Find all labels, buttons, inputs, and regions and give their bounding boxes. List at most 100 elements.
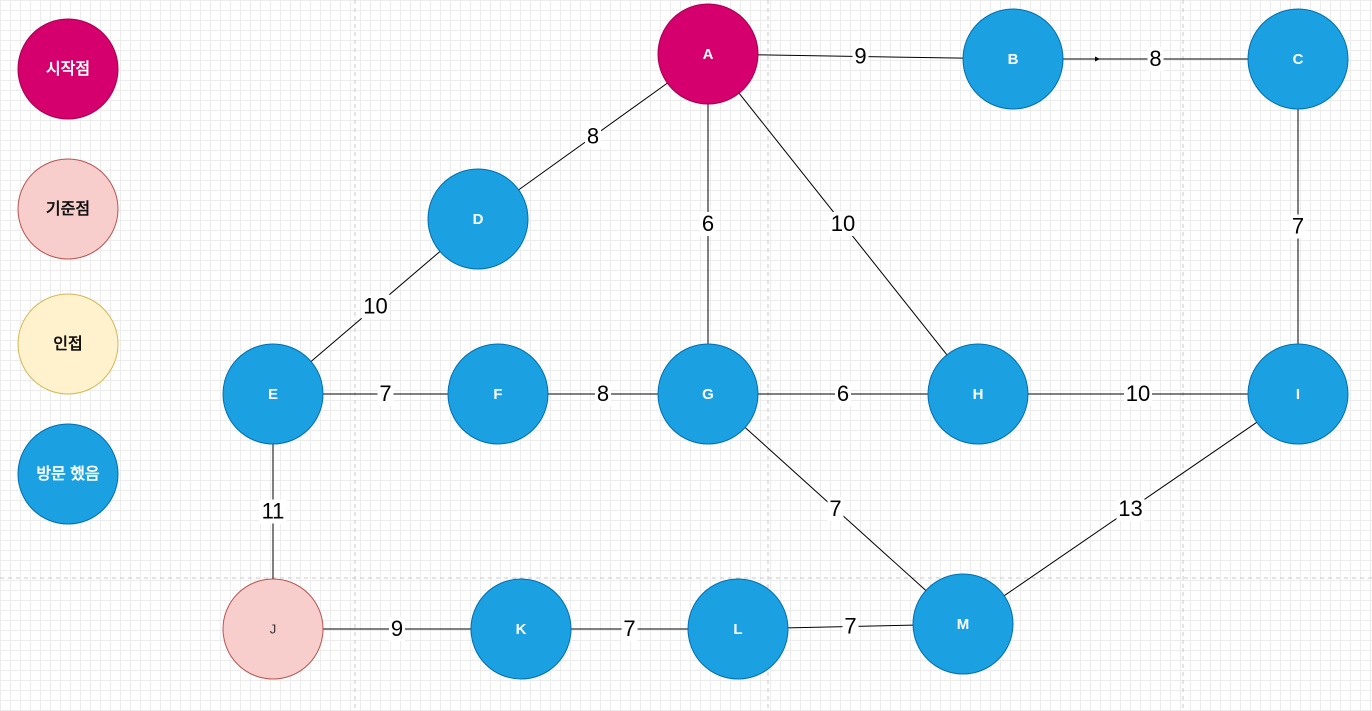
legend-swatch — [17, 18, 119, 120]
node-b: B — [962, 8, 1064, 110]
node-e: E — [222, 343, 324, 445]
edge-weight-label: 13 — [1118, 496, 1142, 521]
edge-weight-label: 6 — [702, 211, 714, 236]
node-circle — [927, 343, 1029, 445]
node-f: F — [447, 343, 549, 445]
legend-label: 인접 — [53, 334, 82, 353]
node-g: G — [657, 343, 759, 445]
edge-i-m: 13 — [1003, 421, 1258, 597]
edge-weight-label: 9 — [854, 43, 866, 68]
legend-item-visited: 방문 했음 — [17, 423, 119, 525]
node-circle — [470, 578, 572, 680]
node-l: L — [687, 578, 789, 680]
legend-swatch — [17, 293, 119, 395]
edge-weight-label: 7 — [379, 381, 391, 406]
edge-label-bg — [1116, 497, 1145, 521]
legend-label: 방문 했음 — [36, 465, 100, 483]
edge-weight-label: 8 — [597, 381, 609, 406]
node-label: M — [957, 616, 970, 633]
node-label: E — [268, 386, 278, 403]
edge-weight-label: 7 — [623, 616, 635, 641]
edge-e-j: 11 — [259, 444, 287, 579]
node-j: J — [222, 578, 324, 680]
node-label: L — [733, 621, 742, 638]
edge-d-e: 10 — [310, 251, 441, 362]
node-circle — [1247, 343, 1349, 445]
edge-label-bg — [377, 382, 394, 406]
edge-weight-label: 10 — [831, 211, 855, 236]
edge-c-i: 7 — [1290, 109, 1306, 344]
node-label: H — [973, 386, 984, 403]
node-circle — [687, 578, 789, 680]
edge-weight-label: 7 — [829, 496, 841, 521]
edge-label-bg — [595, 382, 611, 406]
edge-label-bg — [1147, 47, 1164, 71]
edge-k-l: 7 — [571, 616, 688, 641]
legend-label: 시작점 — [46, 59, 90, 78]
node-circle — [222, 343, 324, 445]
node-k: K — [470, 578, 572, 680]
edge-label-bg — [259, 499, 287, 524]
node-circle — [427, 168, 529, 270]
node-label: A — [703, 46, 714, 63]
edge-weight-label: 8 — [1149, 46, 1161, 71]
edge-weight-label: 7 — [844, 613, 856, 638]
node-circle — [447, 343, 549, 445]
edge-weight-label: 6 — [837, 381, 849, 406]
edge-label-bg — [827, 497, 844, 521]
edge-a-d: 8 — [518, 82, 668, 191]
legend-item-start: 시작점 — [17, 18, 119, 120]
node-circle — [657, 343, 759, 445]
node-label: D — [473, 211, 484, 228]
node-circle — [222, 578, 324, 680]
node-a: A — [657, 3, 759, 105]
edge-j-k: 9 — [323, 616, 471, 641]
node-circle — [657, 3, 759, 105]
edge-label-bg — [852, 44, 869, 69]
arrow-head — [1095, 56, 1100, 62]
edge-label-bg — [361, 294, 390, 319]
edge-label-bg — [621, 617, 638, 641]
node-label: G — [702, 386, 714, 403]
edge-weight-label: 10 — [1126, 381, 1150, 406]
edge-g-h: 6 — [758, 381, 928, 406]
edge-l-m: 7 — [787, 613, 914, 639]
legend-swatch — [17, 158, 119, 260]
edge-weight-label: 10 — [363, 293, 387, 318]
edge-weight-label: 7 — [1292, 213, 1304, 238]
node-circle — [912, 573, 1014, 675]
node-label: K — [516, 621, 527, 638]
edge-e-f: 7 — [323, 381, 448, 406]
edge-a-g: 6 — [700, 104, 716, 344]
node-i: I — [1247, 343, 1349, 445]
node-h: H — [927, 343, 1029, 445]
legend-item-pivot: 기준점 — [17, 158, 119, 260]
node-circle — [1247, 8, 1349, 110]
edge-h-i: 10 — [1028, 381, 1248, 406]
edge-label-bg — [829, 212, 857, 236]
edge-g-m: 7 — [744, 427, 927, 591]
legend-item-adjacent: 인접 — [17, 293, 119, 395]
edge-a-h: 10 — [738, 92, 948, 356]
edge-label-bg — [1124, 382, 1152, 406]
edges: 9 8 8 6 10 7 10 7 8 6 10 11 7 13 9 7 7 — [259, 43, 1306, 641]
node-d: D — [427, 168, 529, 270]
edge-label-bg — [842, 614, 859, 639]
edge-label-bg — [835, 382, 851, 406]
node-label: F — [493, 386, 502, 403]
edge-label-bg — [389, 617, 405, 641]
edge-weight-label: 8 — [587, 123, 599, 148]
node-m: M — [912, 573, 1014, 675]
node-label: J — [270, 621, 277, 636]
legend-swatch — [17, 423, 119, 525]
node-label: I — [1296, 386, 1300, 403]
node-label: B — [1008, 51, 1019, 68]
edge-f-g: 8 — [548, 381, 658, 406]
edge-weight-label: 11 — [262, 498, 285, 523]
edge-b-c: 8 — [1063, 46, 1248, 71]
edge-label-bg — [1290, 214, 1306, 239]
legend-label: 기준점 — [46, 199, 90, 218]
edge-label-bg — [700, 212, 716, 236]
